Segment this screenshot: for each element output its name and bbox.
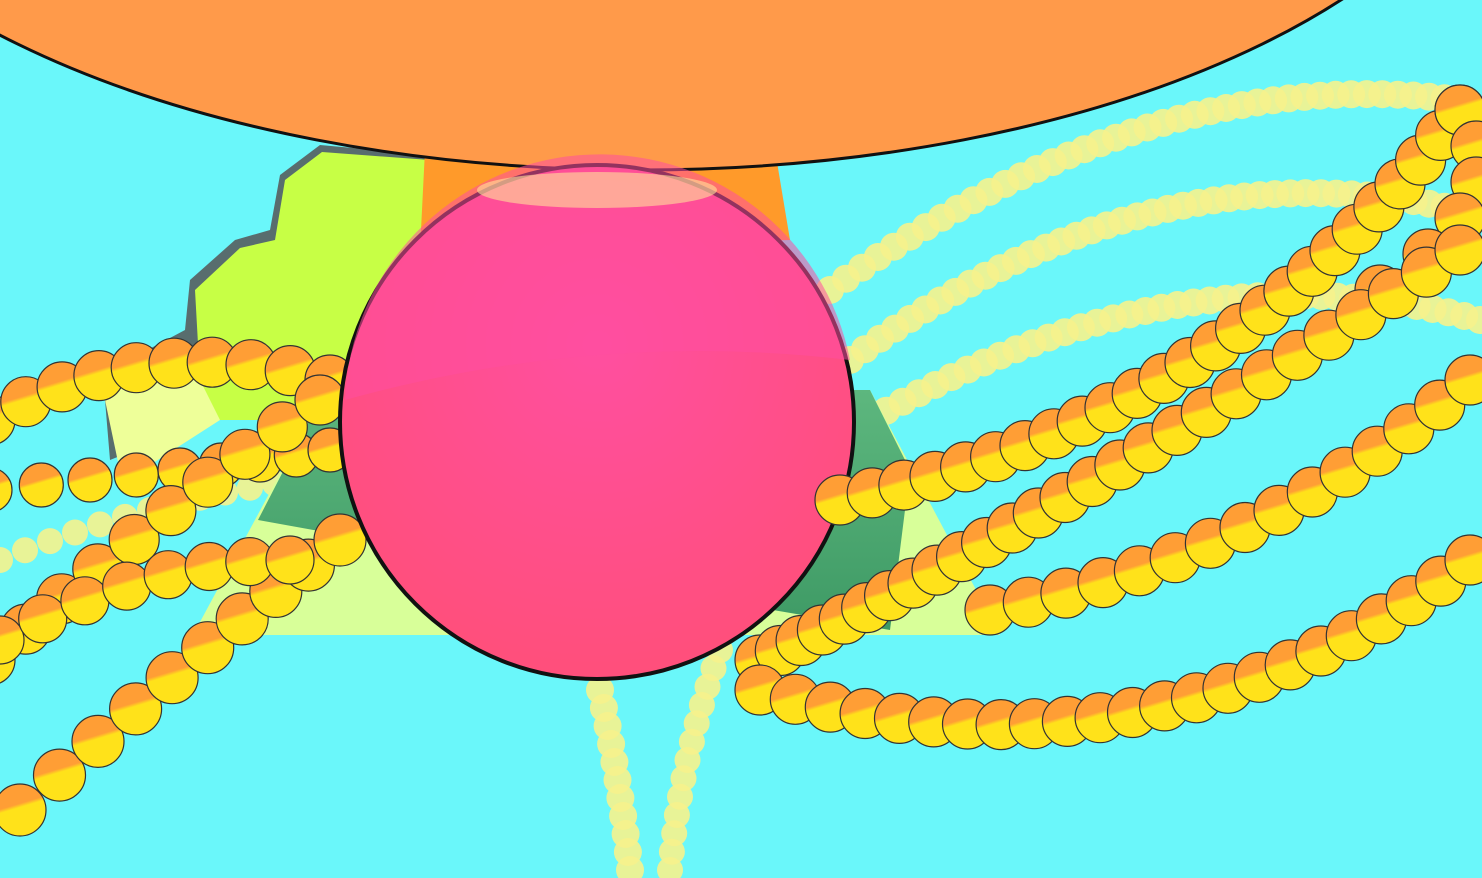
bead (145, 485, 197, 537)
bead (256, 401, 308, 453)
faint-bead (1466, 306, 1482, 334)
bead (265, 535, 315, 585)
faint-bead (62, 519, 88, 546)
bead (71, 714, 125, 769)
bead (0, 783, 47, 837)
bead-chains[interactable] (0, 336, 367, 837)
bead (219, 428, 271, 480)
bead (182, 456, 234, 508)
faint-bead (12, 537, 38, 564)
bead (0, 469, 13, 511)
bead (1434, 224, 1482, 276)
bead (67, 457, 113, 503)
bead (294, 374, 346, 426)
bead (313, 513, 367, 567)
bead (102, 561, 152, 611)
bead (109, 682, 163, 736)
front-bead-chains[interactable] (734, 84, 1482, 751)
faint-bead (0, 547, 13, 573)
faint-bead (37, 528, 63, 555)
bead (0, 615, 25, 665)
bead (18, 594, 68, 644)
bead (145, 651, 199, 705)
faint-bead (87, 511, 113, 538)
bead (1444, 354, 1482, 406)
bead (60, 576, 110, 626)
pink-ball[interactable] (338, 154, 856, 681)
faint-bead (657, 857, 683, 878)
faint-bead (616, 856, 644, 878)
bead (143, 550, 193, 600)
bead (32, 748, 87, 802)
bead (1444, 534, 1482, 586)
bead (181, 621, 235, 675)
bead (113, 452, 159, 498)
bead (18, 462, 64, 508)
